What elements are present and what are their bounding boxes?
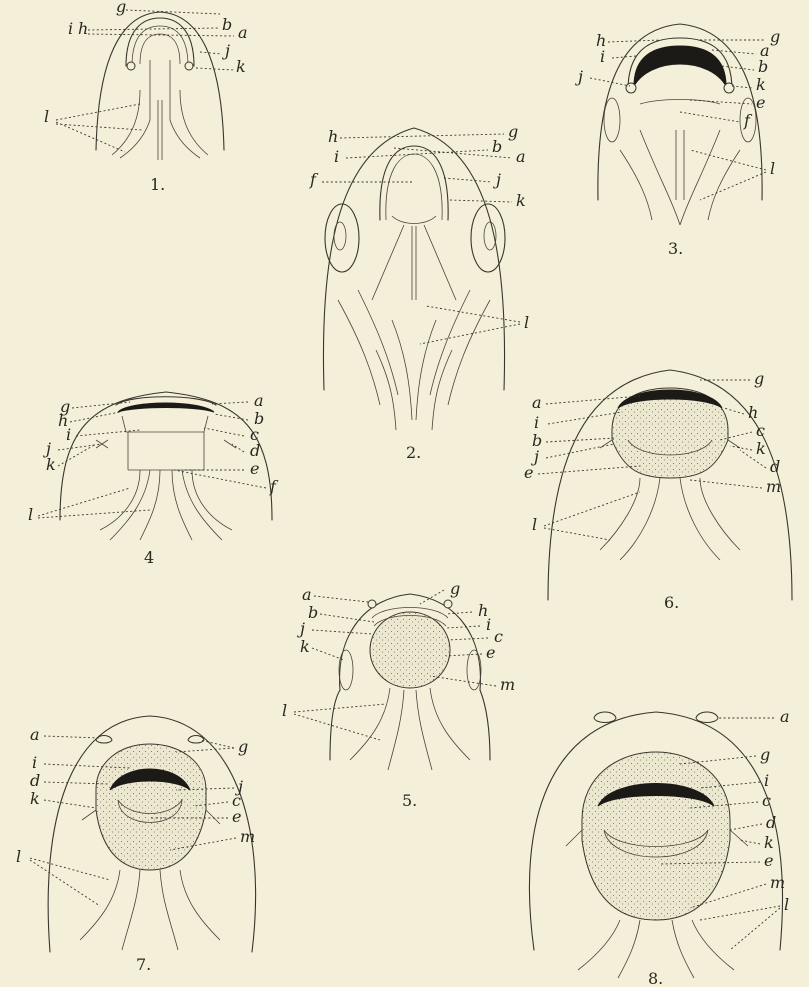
fig8-label-m: m [770, 873, 785, 892]
oral-disc [582, 752, 730, 920]
figure-3-number: 3. [668, 239, 683, 258]
fig2-label-k: k [516, 191, 526, 210]
figure-4: g h i j k a b c d e f l 4 [28, 391, 279, 567]
figure-2: h i f g b a j k l 2. [309, 122, 529, 462]
fig7-label-d: d [30, 771, 40, 790]
fig1-label-g: g [116, 0, 126, 16]
fig5-label-j: j [297, 619, 305, 638]
fig3-label-j: j [575, 67, 583, 86]
head-outline [60, 392, 272, 520]
fig8-label-g: g [760, 745, 770, 764]
fig4-label-e: e [250, 459, 259, 478]
fig7-label-g: g [238, 737, 248, 756]
fig8-label-e: e [764, 851, 773, 870]
figure-5-number: 5. [402, 791, 417, 810]
fig8-label-d: d [766, 813, 776, 832]
barbel-left [127, 62, 135, 70]
fig2-label-a: a [516, 147, 526, 166]
fig7-label-l: l [16, 847, 21, 866]
fig7-label-m: m [240, 827, 255, 846]
figure-3: h i j g a b k e f l 3. [575, 24, 780, 258]
figure-1: g i h b a j k l 1. [44, 0, 248, 194]
fig5-label-k: k [300, 637, 310, 656]
fig1-label-j: j [222, 41, 230, 60]
fig7-label-i: i [32, 753, 37, 772]
fig2-label-i: i [334, 147, 339, 166]
figure-4-number: 4 [144, 548, 154, 567]
fig8-label-k: k [764, 833, 774, 852]
figure-7-number: 7. [136, 955, 151, 974]
fig5-label-a: a [302, 585, 312, 604]
fig6-label-m: m [766, 477, 781, 496]
fig8-label-i: i [764, 771, 769, 790]
fig1-label-h: h [78, 19, 88, 38]
fig6-label-h: h [748, 403, 758, 422]
fig1-label-l: l [44, 107, 49, 126]
fig5-label-b: b [308, 603, 318, 622]
fig7-label-e: e [232, 807, 241, 826]
figure-8: a g i c d k e m l 8. [529, 707, 789, 987]
figure-7: a i d k g j c e m l 7. [16, 716, 256, 974]
fig2-label-g: g [508, 122, 518, 141]
barbel-right [185, 62, 193, 70]
fig5-label-l: l [282, 701, 287, 720]
fig6-label-l: l [532, 515, 537, 534]
fig8-label-a: a [780, 707, 790, 726]
fig6-label-i: i [534, 413, 539, 432]
fig8-label-l: l [784, 895, 789, 914]
fig2-label-h: h [328, 127, 338, 146]
fig7-label-k: k [30, 789, 40, 808]
fig2-label-j: j [493, 170, 501, 189]
figure-2-number: 2. [406, 443, 421, 462]
fig6-label-d: d [770, 457, 780, 476]
mouth-opening [118, 403, 214, 412]
fig6-label-a: a [532, 393, 542, 412]
fig5-label-m: m [500, 675, 515, 694]
fig1-label-k: k [236, 57, 246, 76]
fig3-label-e: e [756, 93, 765, 112]
fig3-label-k: k [756, 75, 766, 94]
head-outline [96, 12, 224, 150]
figure-6-number: 6. [664, 593, 679, 612]
fig4-label-f: f [269, 477, 279, 496]
fig1-label-a: a [238, 23, 248, 42]
fig1-label-i: i [68, 19, 73, 38]
fig5-label-e: e [486, 643, 495, 662]
fig2-label-b: b [492, 137, 502, 156]
fig3-label-f: f [743, 111, 753, 130]
fig7-label-a: a [30, 725, 40, 744]
figure-8-number: 8. [648, 969, 663, 987]
fig4-label-l: l [28, 505, 33, 524]
figure-5: a b j k g h i c e m l 5. [282, 579, 515, 810]
head-outline [323, 128, 504, 390]
oral-disc [96, 744, 206, 870]
mouth-opening [634, 46, 726, 86]
figure-6: a i b j e g h c k d m l 6. [524, 369, 792, 612]
figure-1-number: 1. [150, 175, 165, 194]
fig4-label-a: a [254, 391, 264, 410]
fig6-label-k: k [756, 439, 766, 458]
fig1-label-b: b [222, 15, 232, 34]
fig6-label-g: g [754, 369, 764, 388]
fig2-label-l: l [524, 313, 529, 332]
fig2-label-f: f [309, 170, 319, 189]
fig6-label-e: e [524, 463, 533, 482]
eye-left [325, 204, 359, 272]
fig3-label-b: b [758, 57, 768, 76]
fig8-label-c: c [762, 791, 771, 810]
fig4-label-d: d [250, 441, 260, 460]
fig5-label-i: i [486, 615, 491, 634]
oral-disc [370, 612, 450, 688]
fig3-label-i: i [600, 47, 605, 66]
fig3-label-l: l [770, 159, 775, 178]
fig4-label-k: k [46, 455, 56, 474]
fig3-label-g: g [770, 27, 780, 46]
fig4-label-i: i [66, 425, 71, 444]
fig6-label-c: c [756, 421, 765, 440]
fig5-label-g: g [450, 579, 460, 598]
